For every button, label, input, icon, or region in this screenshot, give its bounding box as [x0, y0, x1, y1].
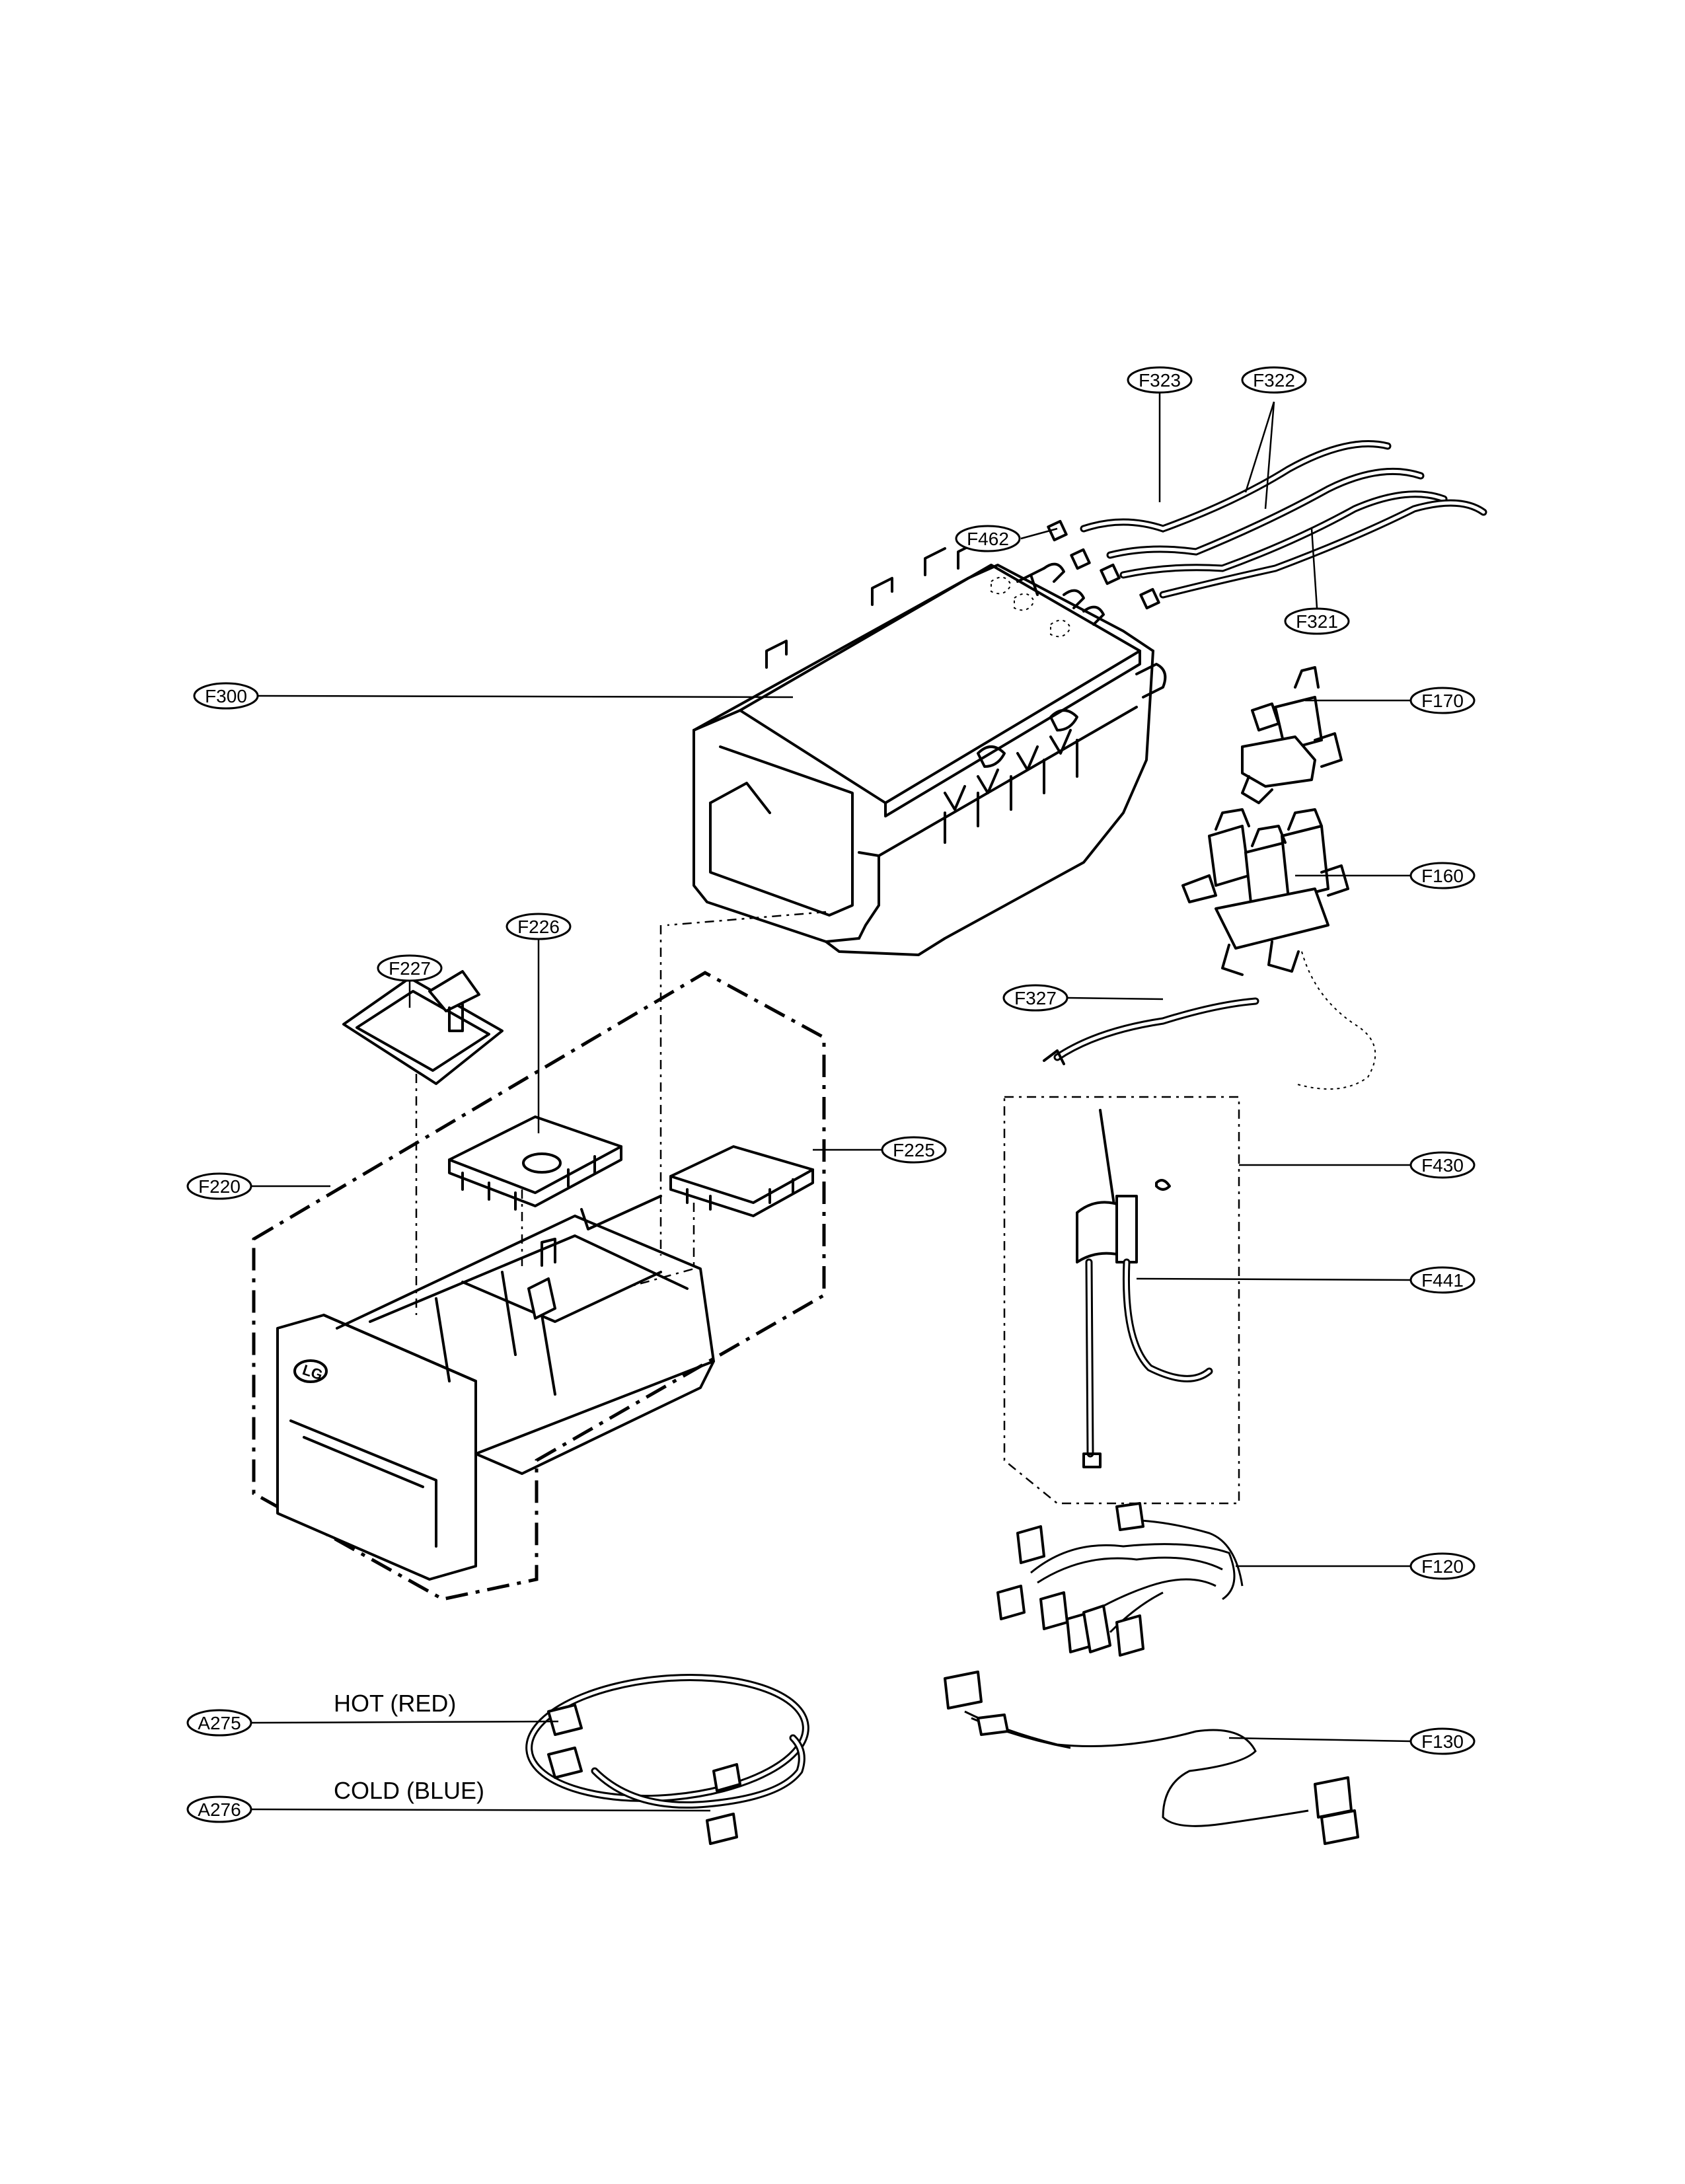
pressure-hose-box: [1003, 1096, 1240, 1505]
callout-F322: F322: [1241, 366, 1307, 394]
wire-harness-2-part: [944, 1671, 1359, 1845]
drawer-part: [276, 1195, 715, 1581]
callout-F327: F327: [1002, 984, 1068, 1012]
callout-F160: F160: [1409, 862, 1476, 889]
svg-text:F226: F226: [517, 917, 560, 937]
dispenser-housing-part: [693, 541, 1167, 956]
svg-text:F323: F323: [1139, 370, 1181, 391]
callout-F441: F441: [1409, 1266, 1476, 1294]
svg-text:F322: F322: [1253, 370, 1295, 391]
cold-hose-label: COLD (BLUE): [334, 1777, 484, 1804]
svg-text:F300: F300: [205, 686, 247, 706]
drain-tube-part: [1043, 997, 1259, 1065]
callout-A276: A276: [186, 1795, 252, 1823]
pressure-hose-assembly-part: [1076, 1109, 1213, 1468]
svg-text:F227: F227: [389, 958, 431, 979]
svg-text:F462: F462: [967, 529, 1009, 549]
callout-A275: A275: [186, 1709, 252, 1737]
callout-leader-lines: [250, 391, 1411, 1812]
valve-wire-dotted: [1294, 951, 1376, 1090]
callout-F323: F323: [1127, 366, 1193, 394]
svg-text:F321: F321: [1296, 611, 1338, 632]
callout-F120: F120: [1409, 1552, 1476, 1580]
svg-text:F130: F130: [1421, 1731, 1464, 1752]
svg-text:F430: F430: [1421, 1155, 1464, 1176]
svg-text:A276: A276: [198, 1799, 241, 1820]
svg-text:F225: F225: [893, 1140, 935, 1160]
svg-text:A275: A275: [198, 1713, 241, 1733]
hot-hose-label: HOT (RED): [334, 1690, 456, 1717]
svg-text:F170: F170: [1421, 691, 1464, 711]
callout-F462: F462: [955, 525, 1021, 552]
callout-F226: F226: [506, 913, 572, 940]
triple-inlet-valve-part: [1181, 808, 1349, 976]
siphon-part: [448, 1115, 622, 1211]
water-supply-hoses-part: [525, 1673, 809, 1845]
callout-F300: F300: [193, 682, 259, 710]
callout-F227: F227: [377, 954, 443, 982]
svg-text:F327: F327: [1014, 988, 1057, 1008]
callout-F130: F130: [1409, 1727, 1476, 1755]
svg-text:F160: F160: [1421, 866, 1464, 886]
svg-text:F220: F220: [198, 1176, 241, 1197]
svg-text:F441: F441: [1421, 1270, 1464, 1291]
small-siphon-part: [669, 1145, 814, 1217]
svg-text:F120: F120: [1421, 1556, 1464, 1577]
callout-F220: F220: [186, 1172, 252, 1200]
single-inlet-valve-part: [1241, 666, 1343, 804]
wire-harness-part: [996, 1502, 1244, 1657]
callout-F430: F430: [1409, 1151, 1476, 1179]
callout-F170: F170: [1409, 687, 1476, 714]
inlet-hoses-part: [1080, 440, 1487, 599]
hose-clamps-part: [1047, 519, 1160, 610]
callout-F225: F225: [881, 1136, 947, 1164]
softener-cap-part: [342, 970, 504, 1085]
callout-F321: F321: [1284, 607, 1350, 635]
